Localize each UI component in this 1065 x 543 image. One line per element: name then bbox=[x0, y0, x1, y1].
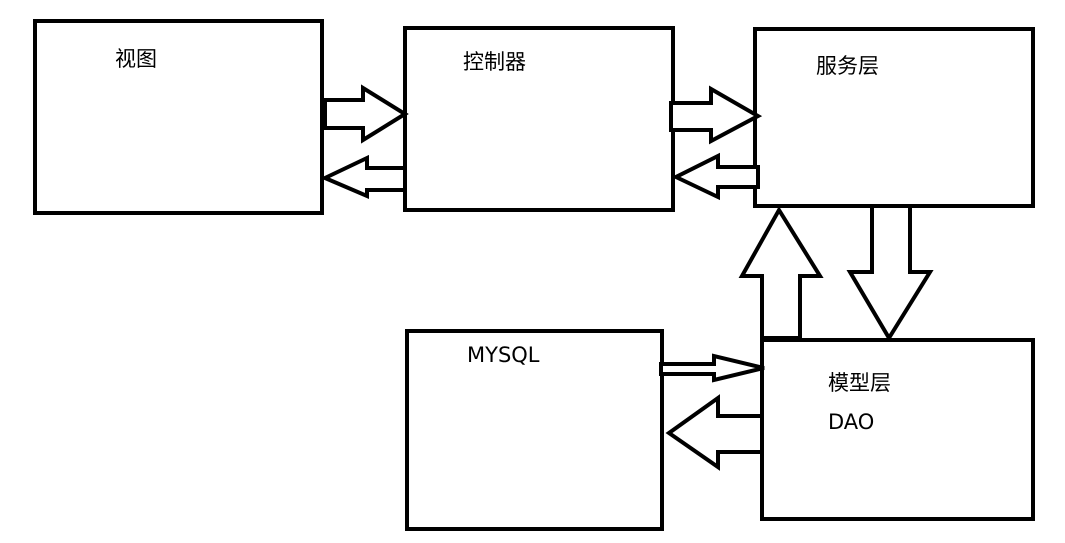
arrow-controller-to-service bbox=[669, 85, 763, 145]
view-label: 视图 bbox=[115, 47, 157, 71]
mysql-box bbox=[405, 329, 664, 531]
arrow-controller-to-view bbox=[320, 154, 407, 200]
mysql-label: MYSQL bbox=[467, 343, 540, 367]
view-box bbox=[33, 19, 324, 215]
model-label: 模型层 bbox=[828, 371, 891, 395]
service-box bbox=[753, 27, 1035, 208]
arrow-service-to-controller bbox=[671, 152, 760, 201]
service-label: 服务层 bbox=[816, 54, 879, 78]
arrow-view-to-controller bbox=[323, 84, 409, 144]
dao-label: DAO bbox=[828, 410, 875, 434]
model-box bbox=[760, 338, 1035, 521]
controller-label: 控制器 bbox=[463, 50, 526, 74]
arrow-service-to-model bbox=[846, 204, 934, 342]
arrow-model-to-mysql bbox=[665, 394, 764, 471]
arrow-model-to-service bbox=[738, 206, 824, 340]
arrow-mysql-to-model bbox=[659, 353, 765, 383]
controller-box bbox=[403, 26, 675, 212]
